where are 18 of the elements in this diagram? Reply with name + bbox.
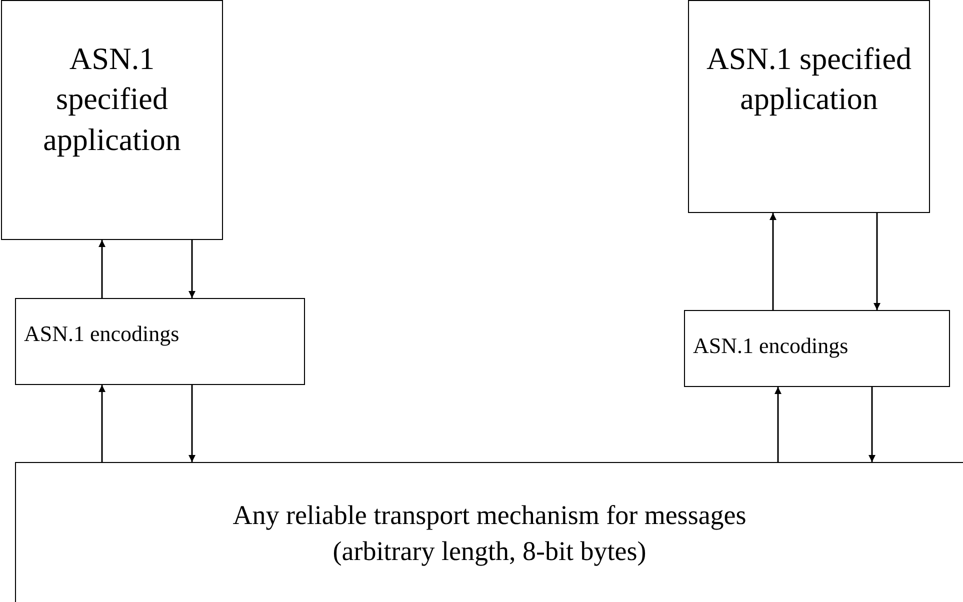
arrow — [770, 213, 776, 310]
box-label: ASN.1 encodings — [693, 332, 848, 360]
arrow — [874, 213, 880, 310]
arrow — [188, 240, 196, 298]
process-box — [15, 462, 963, 602]
box-label: ASN.1 encodings — [24, 320, 180, 348]
process-box — [688, 0, 930, 213]
arrow — [188, 385, 196, 462]
arrow — [98, 385, 106, 462]
box-label: ASN.1 specified application — [42, 40, 182, 159]
process-box — [684, 310, 950, 387]
arrow — [98, 240, 106, 298]
box-label: Any reliable transport mechanism for messages (arbitrary length, 8-bit bytes) — [232, 499, 748, 568]
box-label: ASN.1 specified application — [706, 40, 912, 118]
arrow — [774, 387, 782, 462]
arrow — [868, 387, 876, 462]
process-box — [15, 298, 305, 385]
process-box — [1, 0, 223, 240]
